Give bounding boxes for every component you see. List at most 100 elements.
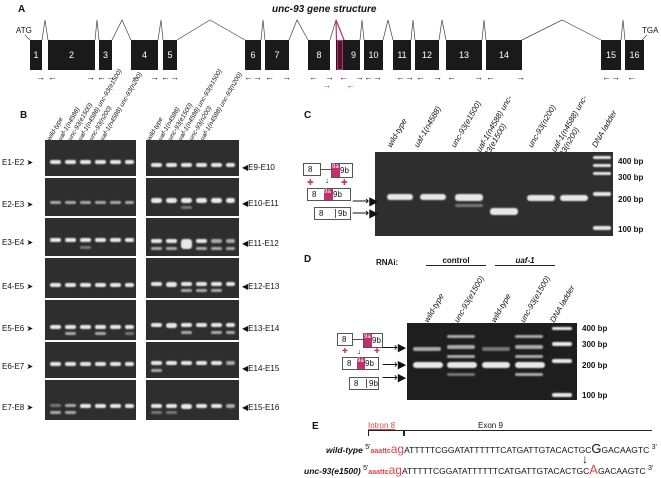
- exon-12: 12: [415, 40, 439, 70]
- ladder-100: 100 bp: [618, 225, 644, 234]
- row-label-e14-e15: ◀E14-E15: [242, 364, 280, 373]
- rnai-label: RNAi:: [376, 258, 399, 267]
- atg-label: ATG: [16, 26, 32, 35]
- panel-c-gel: [375, 152, 613, 236]
- gel-e2-e3: [45, 178, 136, 216]
- row-label-e9-e10: ◀E9-E10: [242, 163, 275, 172]
- exon-15: 15: [601, 40, 621, 70]
- gene-introns: [24, 18, 648, 61]
- e1500-sequence: unc-93(e1500) 5'aaattcagATTTTTCGGATATTTT…: [304, 462, 654, 477]
- pink-primer-icon: ✚: [341, 178, 348, 187]
- primer-arrow-icon: →: [516, 72, 525, 82]
- exon-11: 11: [393, 40, 411, 70]
- arrowhead-icon: ⟶▶: [382, 359, 407, 371]
- primer-arrow-icon: ←: [131, 72, 140, 82]
- primer-arrow-icon: ←: [265, 72, 274, 82]
- arrowhead-icon: ⟶▶: [352, 206, 379, 220]
- pink-primer-icon: ✚: [342, 348, 348, 355]
- exon-10: 10: [364, 40, 383, 70]
- row-label-e3-e4: E3-E4 ➤: [2, 238, 34, 247]
- primer-arrow-icon: ←→: [244, 72, 262, 82]
- panel-d-label: D: [304, 254, 312, 265]
- tga-label: TGA: [642, 26, 659, 35]
- panel-e-label: E: [312, 421, 319, 432]
- gel-e12-e13: [146, 258, 239, 298]
- primer-arrow-icon: →: [86, 72, 95, 82]
- pink-primer-arrow-icon: →: [322, 80, 331, 90]
- lane-label: wild-type: [422, 292, 446, 324]
- gel-e10-e11: [146, 178, 239, 216]
- exon-13: 13: [446, 40, 482, 70]
- lane-label: uaf-1(n4588) unc-93(e1500): [474, 93, 515, 158]
- exon-9a-highlight: [337, 40, 343, 70]
- lane-label: wild-type: [489, 292, 513, 324]
- exon-2: 2: [48, 40, 95, 70]
- exon-8-box: 8: [303, 163, 321, 176]
- row-label-e7-e8: E7-E8 ➤: [2, 403, 34, 412]
- row-label-e1-e2: E1-E2 ➤: [2, 158, 34, 167]
- row-label-e15-e16: ◀E15-E16: [242, 403, 280, 412]
- lane-label: uaf-1(n4588): [412, 104, 443, 149]
- primer-arrow-icon: →: [474, 72, 483, 82]
- gel-e15-e16: [146, 380, 239, 420]
- primer-arrow-icon: →: [355, 72, 364, 82]
- primer-arrow-icon: ←: [416, 72, 425, 82]
- exon-9: 9: [336, 40, 360, 70]
- ladder-100: 100 bp: [582, 391, 608, 400]
- exon-9-label: Exon 9: [478, 421, 503, 430]
- primer-arrow-icon: →: [282, 72, 291, 82]
- ladder-300: 300 bp: [582, 340, 608, 349]
- primer-arrow-icon: ←: [339, 72, 348, 82]
- down-arrow-icon: ↓: [325, 176, 329, 185]
- gel-e11-e12: [146, 218, 239, 256]
- mutation-arrow-icon: ↓: [582, 452, 588, 466]
- arrowhead-icon: ⟶▶: [352, 194, 379, 208]
- exon-4: 4: [131, 40, 158, 70]
- exon-1: 1: [30, 40, 42, 70]
- group-uaf-1: uaf-1: [495, 256, 555, 266]
- primer-arrow-icon: ←→: [161, 72, 179, 82]
- gel-e7-e8: [45, 380, 136, 420]
- gel-e1-e2: [45, 140, 136, 176]
- primer-arrow-icon: ←→: [602, 72, 620, 82]
- intron-8-label: Intron 8: [368, 421, 396, 430]
- exon-5: 5: [163, 40, 177, 70]
- pink-primer-arrow-icon: ←: [346, 80, 355, 90]
- lane-label: unc-93(e1500): [452, 274, 487, 324]
- row-label-e11-e12: ◀E11-E12: [242, 239, 279, 248]
- primer-arrow-icon: →: [325, 72, 334, 82]
- exon-8: 8: [308, 40, 330, 70]
- primer-arrow-icon: ←→: [364, 72, 382, 82]
- gel-e4-e5: [45, 258, 136, 298]
- gel-e13-e14: [146, 300, 239, 340]
- row-label-e5-e6: E5-E6 ➤: [2, 324, 34, 333]
- ladder-400: 400 bp: [582, 324, 608, 333]
- gel-e9-e10: [146, 140, 239, 176]
- exon-7: 7: [265, 40, 289, 70]
- primer-arrow-icon: ←: [309, 72, 318, 82]
- ladder-200: 200 bp: [582, 361, 608, 370]
- exon-6: 6: [245, 40, 261, 70]
- primer-arrow-icon: ←: [627, 72, 636, 82]
- gene-structure-title: unc-93 gene structure: [272, 4, 377, 15]
- primer-arrow-icon: ←→: [396, 72, 414, 82]
- lane-label: DNA ladder: [548, 283, 577, 324]
- row-label-e13-e14: ◀E13-E14: [242, 324, 280, 333]
- pink-primer-icon: ✚: [374, 348, 380, 355]
- lane-label: DNA ladder: [590, 108, 619, 149]
- pink-primer-icon: ✚: [307, 178, 314, 187]
- group-control: control: [426, 256, 486, 266]
- gel-e6-e7: [45, 342, 136, 378]
- panel-a-label: A: [18, 4, 26, 15]
- down-arrow-icon: ↓: [357, 347, 361, 356]
- row-label-e4-e5: E4-E5 ➤: [2, 282, 34, 291]
- exon-3: 3: [99, 40, 112, 70]
- ladder-300: 300 bp: [618, 173, 644, 182]
- primer-arrow-icon: ←→: [97, 72, 115, 82]
- panel-c-label: C: [304, 110, 312, 121]
- primer-arrow-icon: →: [150, 72, 159, 82]
